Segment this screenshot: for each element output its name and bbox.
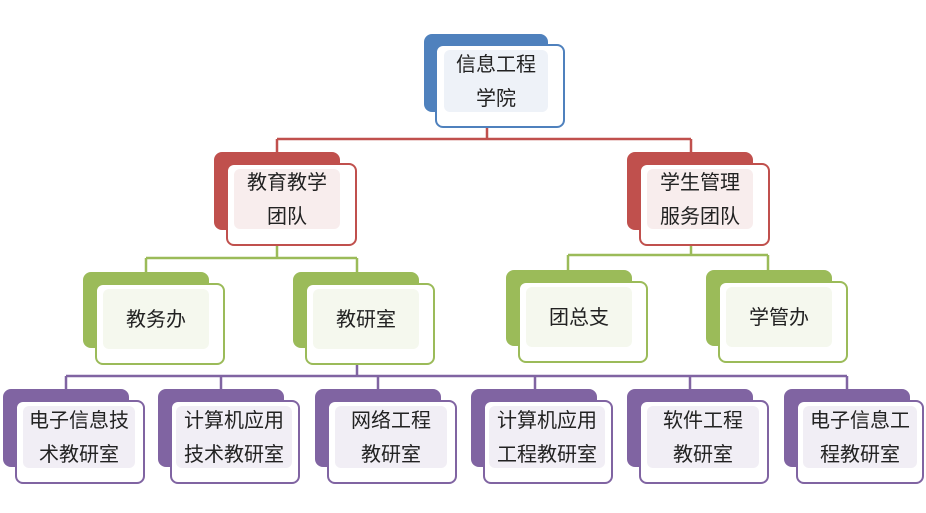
section-node-label: 软件工程 教研室 (647, 406, 759, 468)
office-node-label: 团总支 (526, 287, 632, 347)
section-node-label: 计算机应用 工程教研室 (489, 406, 605, 468)
root-node-label: 信息工程 学院 (444, 50, 548, 112)
connector-team1-offices (144, 245, 359, 272)
connector-root-teams (275, 127, 693, 153)
section-node-label: 网络工程 教研室 (335, 406, 447, 468)
office-node-label: 学管办 (726, 287, 832, 347)
connector-office-sections (64, 363, 849, 389)
team-node-label: 教育教学 团队 (234, 169, 340, 229)
section-node-label: 电子信息技 术教研室 (23, 406, 135, 468)
team-node-label: 学生管理 服务团队 (647, 169, 753, 229)
office-node-label: 教务办 (103, 289, 209, 349)
section-node-label: 电子信息工 程教研室 (803, 406, 917, 468)
section-node-label: 计算机应用 技术教研室 (176, 406, 292, 468)
connector-team2-offices (566, 245, 770, 270)
office-node-label: 教研室 (313, 289, 419, 349)
